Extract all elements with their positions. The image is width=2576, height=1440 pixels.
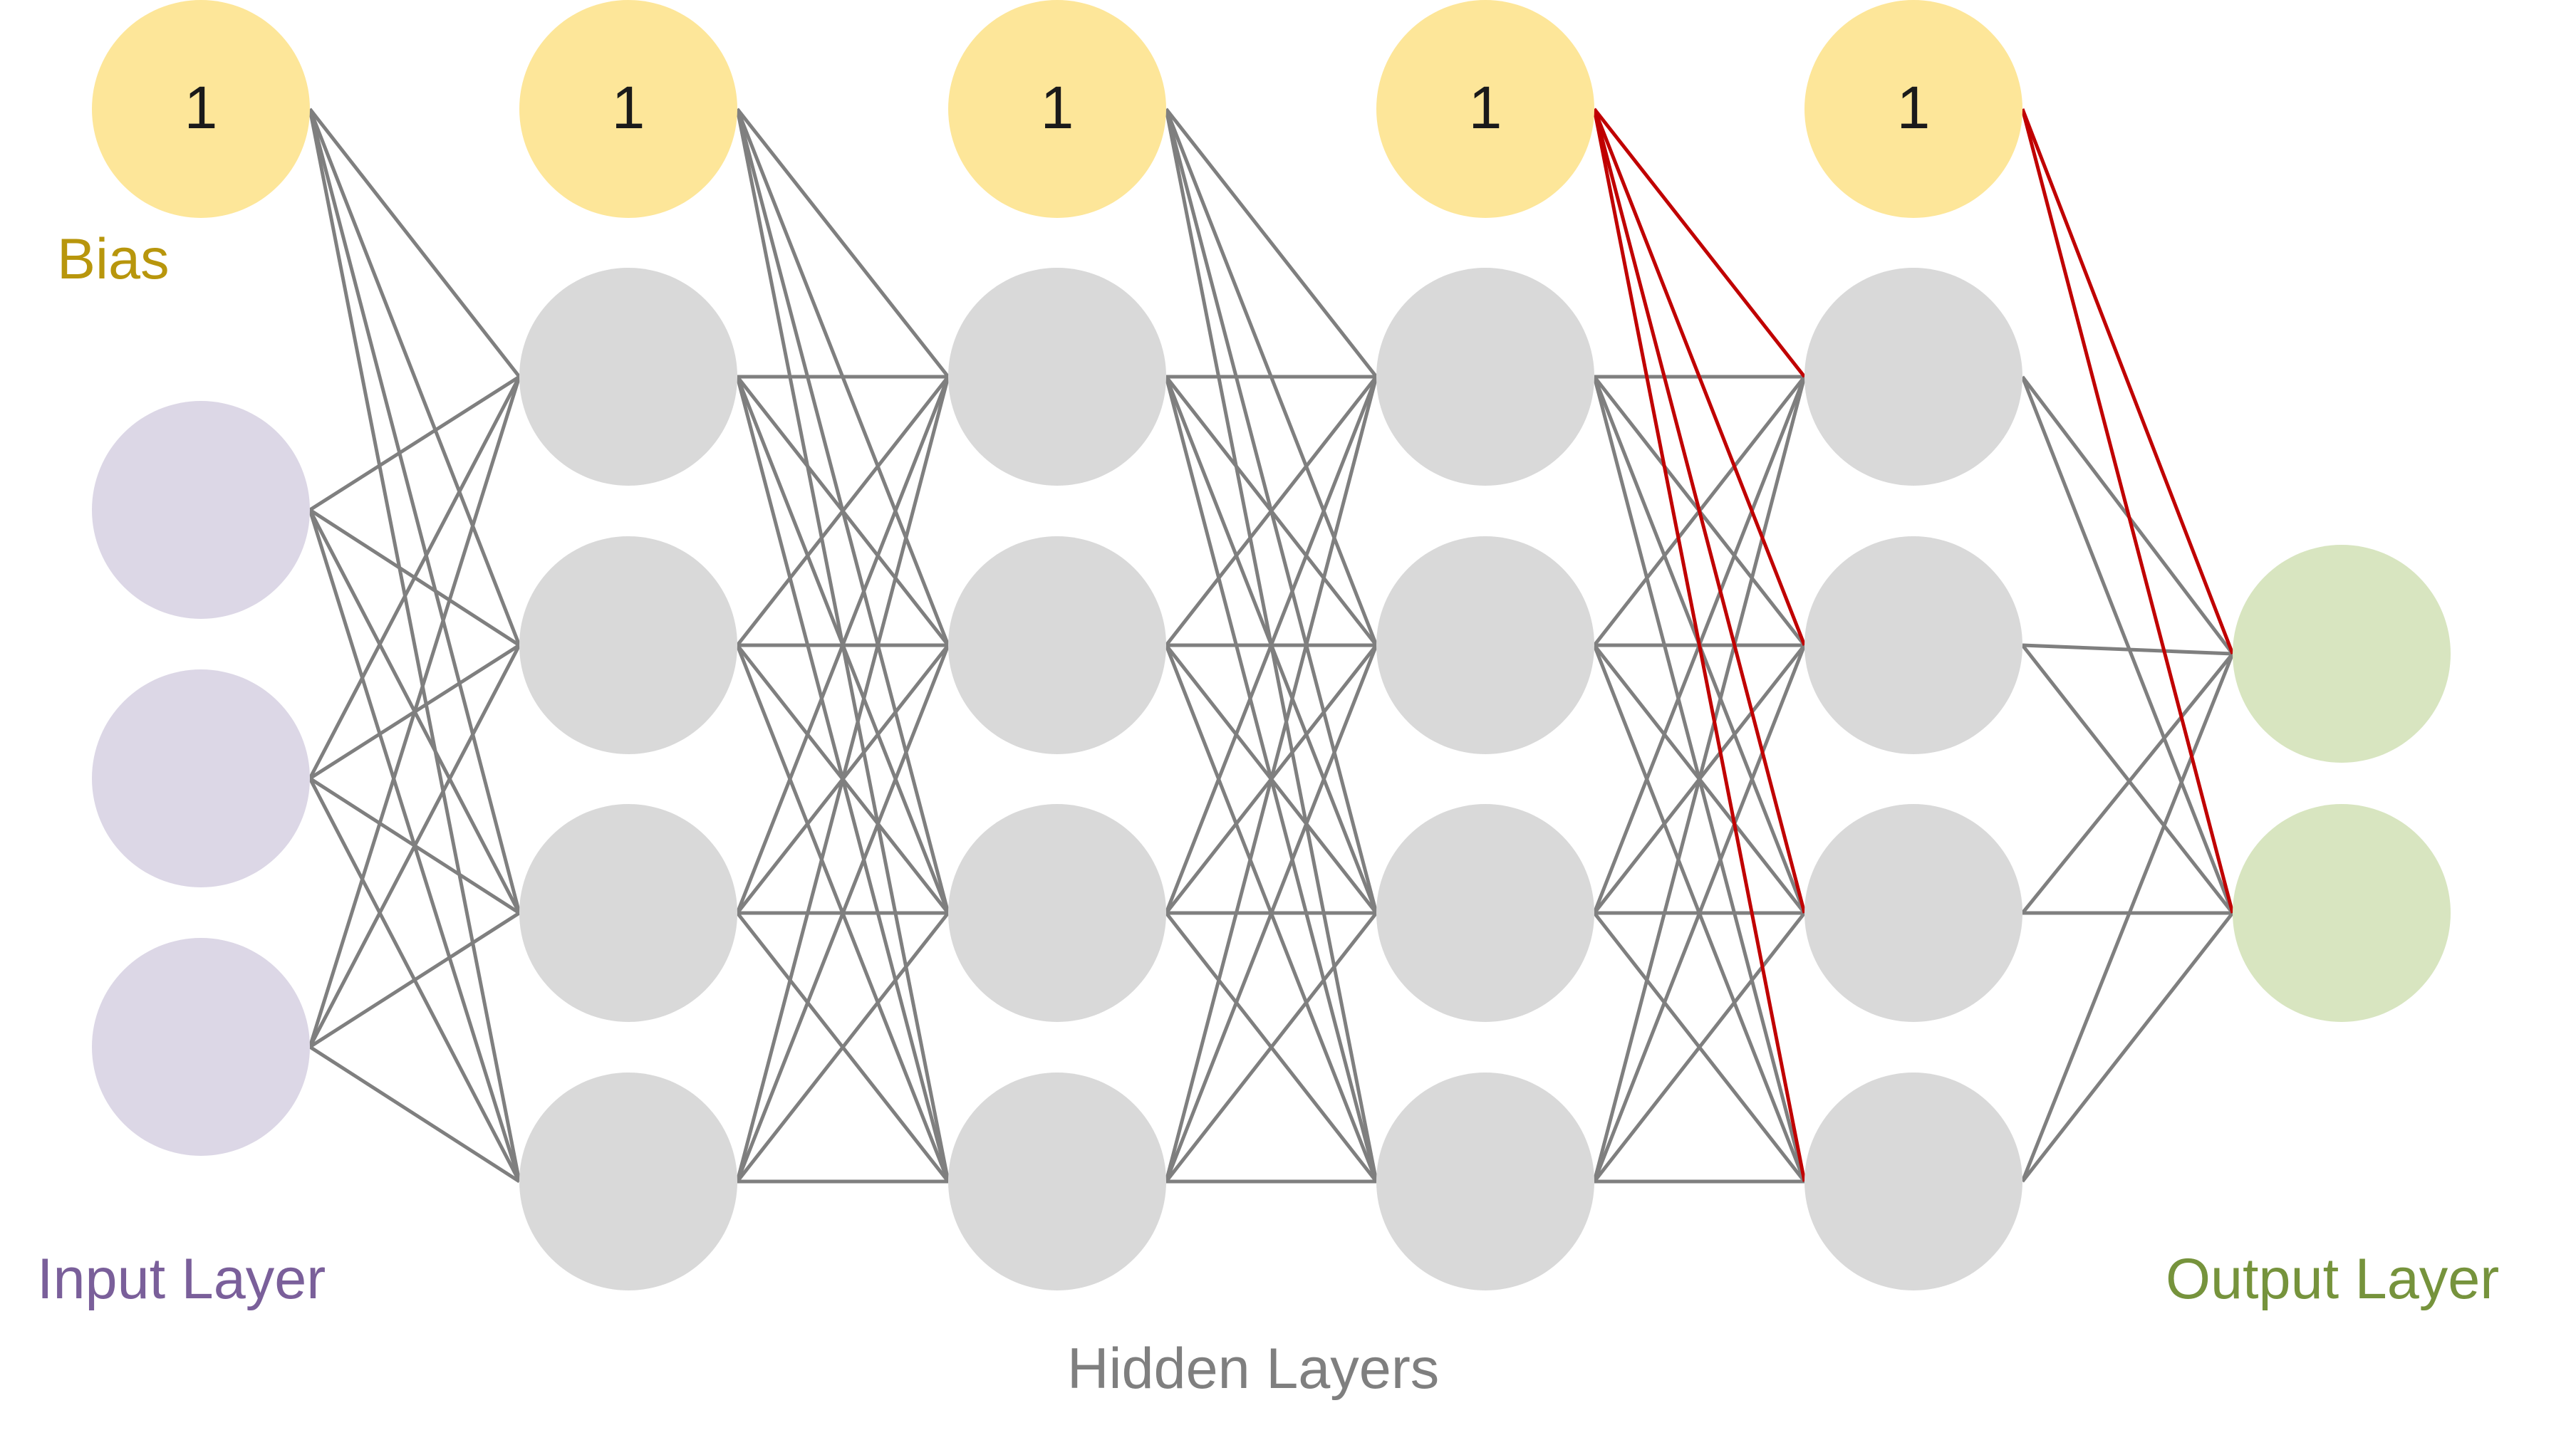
weight-edge [1164, 376, 1378, 1182]
bias-edge-highlighted [1592, 108, 1807, 914]
hidden-node [519, 536, 737, 754]
bias-edge [736, 108, 950, 378]
bias-label: Bias [57, 227, 170, 291]
weight-edge [736, 912, 950, 1183]
neuron-nodes [92, 0, 2451, 1290]
bias-node-value: 1 [611, 74, 645, 141]
bias-edge [308, 108, 521, 646]
weight-edge [735, 376, 950, 1182]
input-node [92, 401, 310, 619]
hidden-node [519, 268, 737, 486]
bias-edge [1164, 108, 1378, 1182]
bias-edge-highlighted [1592, 108, 1807, 646]
weight-edge [735, 645, 950, 1182]
weight-edge [1592, 376, 1807, 1182]
weight-edge [1592, 645, 1807, 1182]
weight-edge [1164, 645, 1378, 1182]
weight-edge [1593, 912, 1806, 1183]
hidden-node [1376, 268, 1594, 486]
weight-edge [1165, 912, 1378, 1183]
bias-edge [1164, 108, 1378, 646]
hidden-node [948, 1073, 1166, 1290]
bias-edge-highlighted [2020, 108, 2235, 914]
bias-edge-highlighted [1593, 108, 1806, 378]
hidden-node [1804, 804, 2022, 1022]
bias-edge [308, 108, 521, 378]
bias-node [92, 0, 310, 218]
bias-node-value: 1 [184, 74, 218, 141]
input-node [92, 938, 310, 1156]
weight-edge [2020, 376, 2235, 914]
hidden-node [1376, 804, 1594, 1022]
hidden-node [1376, 536, 1594, 754]
bias-edge-highlighted [2020, 108, 2235, 654]
bias-edge-highlighted [1592, 108, 1807, 1182]
bias-edge [308, 108, 521, 1182]
input-node [92, 669, 310, 887]
bias-edge [1164, 108, 1378, 914]
bias-edge [735, 108, 950, 646]
bias-node [1804, 0, 2022, 218]
bias-edge [735, 108, 950, 1182]
input-layer-label: Input Layer [37, 1247, 326, 1311]
bias-edge [308, 108, 521, 914]
weight-edge [308, 376, 521, 1048]
weight-edge [308, 375, 521, 512]
bias-node [1376, 0, 1594, 218]
hidden-node [1804, 1073, 2022, 1290]
bias-node [948, 0, 1166, 218]
hidden-node [948, 268, 1166, 486]
weight-edge [2021, 912, 2234, 1183]
bias-edge [1165, 108, 1378, 378]
hidden-node [1804, 268, 2022, 486]
weight-edge [2021, 644, 2234, 914]
weight-edge [2022, 643, 2233, 656]
weight-edge [308, 644, 521, 1048]
bias-node [519, 0, 737, 218]
bias-node-value: 1 [1468, 74, 1502, 141]
hidden-node [948, 536, 1166, 754]
bias-edge [735, 108, 950, 914]
bias-node-value: 1 [1040, 74, 1074, 141]
highlighted-connection-edges [1592, 108, 2235, 1182]
weight-edge [308, 911, 521, 1049]
output-node [2233, 804, 2451, 1022]
hidden-node [948, 804, 1166, 1022]
hidden-node [519, 804, 737, 1022]
weight-edge [2020, 653, 2235, 1182]
hidden-node [1804, 536, 2022, 754]
connection-edges [308, 108, 2235, 1184]
hidden-node [1376, 1073, 1594, 1290]
bias-node-value: 1 [1896, 74, 1931, 141]
output-node [2233, 545, 2451, 763]
hidden-layers-label: Hidden Layers [1067, 1337, 1440, 1401]
output-layer-label: Output Layer [2166, 1247, 2500, 1311]
hidden-node [519, 1073, 737, 1290]
weight-edge [308, 1045, 521, 1184]
weight-edge [2021, 652, 2234, 914]
weight-edge [308, 375, 521, 780]
